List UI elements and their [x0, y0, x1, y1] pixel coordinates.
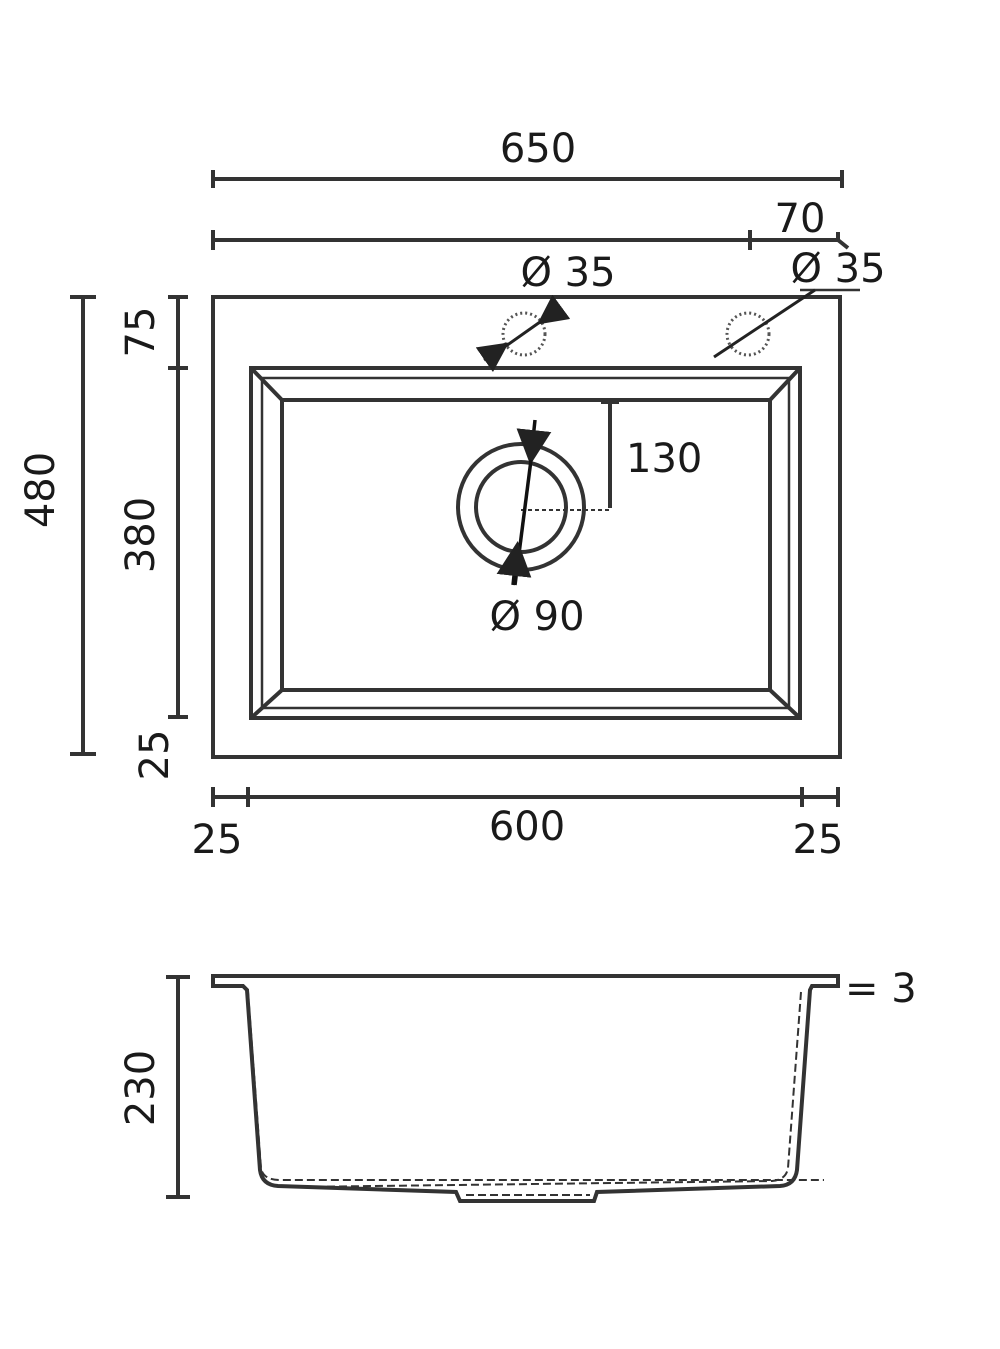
sink-side-view [211, 974, 840, 1203]
label-right-margin: 25 [793, 817, 844, 863]
label-bowl-depth: 380 [118, 497, 164, 573]
dimension-overall-width: 650 [211, 126, 844, 188]
label-left-margin: 25 [192, 817, 243, 863]
label-rear-margin: 75 [118, 307, 164, 358]
label-drain-diameter: Ø 90 [489, 594, 584, 640]
label-tap-hole-left: Ø 35 [520, 250, 615, 296]
dimension-width-breakdown: 25 600 25 [192, 787, 844, 863]
tap-hole-right [713, 288, 816, 359]
label-tap-hole-right: Ø 35 [790, 246, 885, 292]
label-overall-width: 650 [500, 126, 576, 172]
label-drain-offset: 130 [626, 436, 702, 482]
label-flange-thickness: = 3 [845, 966, 917, 1012]
label-bowl-width: 600 [489, 804, 565, 850]
sink-top-view [211, 295, 842, 759]
dimension-bowl-height: 230 [118, 975, 190, 1199]
label-tap-offset: 70 [775, 196, 826, 242]
label-bowl-height: 230 [118, 1050, 164, 1126]
label-front-margin: 25 [132, 730, 178, 781]
dimension-overall-depth: 480 [18, 295, 96, 756]
tap-hole-left [475, 294, 571, 373]
drain: Ø 90 [456, 419, 610, 640]
dimension-tap-offset: 70 [211, 196, 850, 250]
dimension-depth-breakdown: 75 380 25 [118, 295, 188, 781]
dimension-drain-offset: 130 [601, 400, 702, 508]
label-overall-depth: 480 [18, 452, 64, 528]
